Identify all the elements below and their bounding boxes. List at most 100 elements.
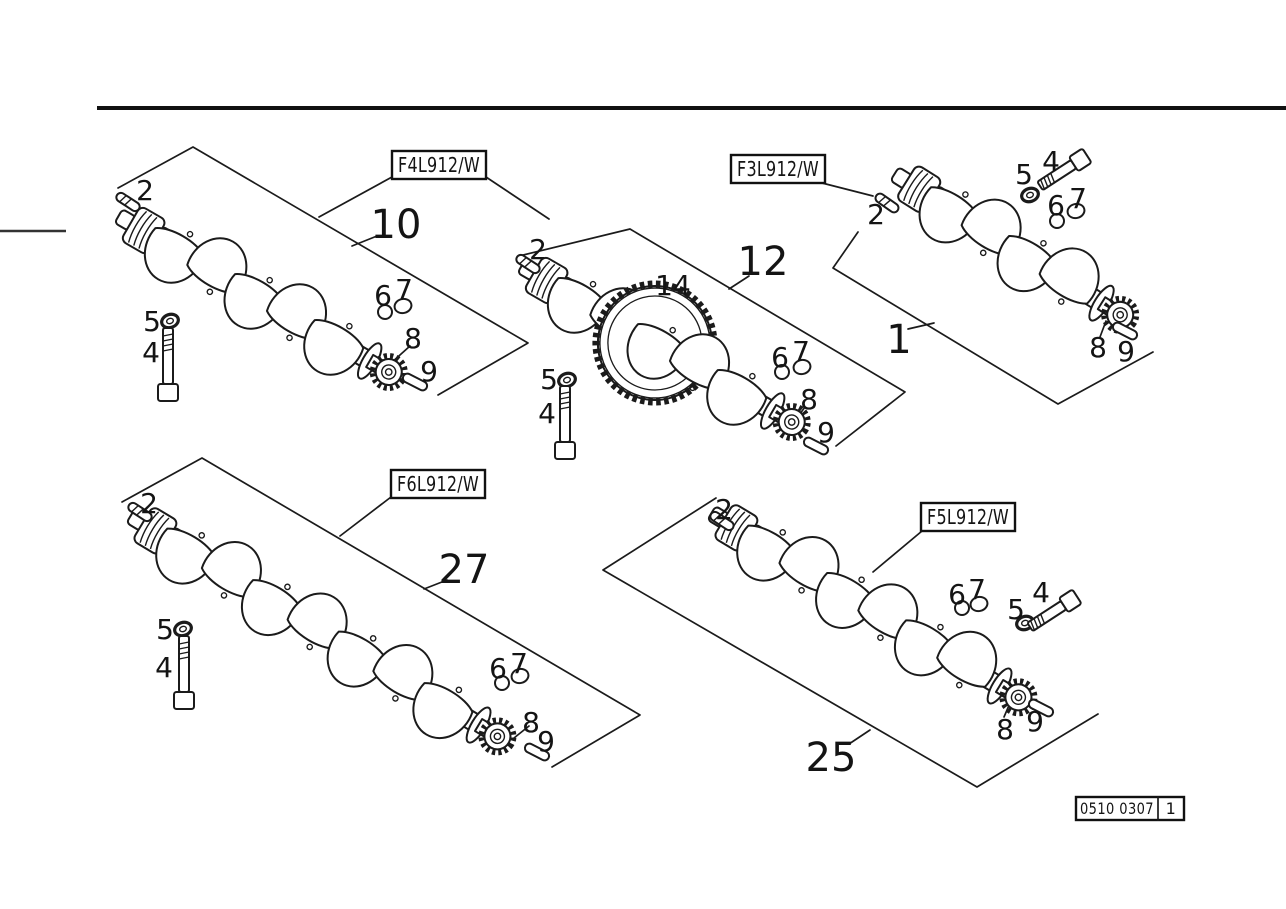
crank-web bbox=[303, 319, 365, 376]
callout-e-6: 6 bbox=[948, 578, 966, 611]
callout-d-4: 4 bbox=[155, 651, 173, 684]
crank-web bbox=[326, 630, 388, 688]
frame-assembly-1 bbox=[832, 231, 1154, 405]
callout-e-7: 7 bbox=[968, 573, 986, 606]
leader-f5l-to-25 bbox=[872, 530, 923, 573]
frame-assembly-27 bbox=[121, 457, 641, 768]
bolt-icon-b-4 bbox=[554, 385, 576, 460]
ring-icon-b-6 bbox=[774, 364, 790, 380]
callout-b-6: 6 bbox=[771, 341, 789, 374]
pin-icon-a-9 bbox=[401, 372, 429, 392]
pin-icon-d-9 bbox=[523, 742, 551, 762]
crankshaft-e-drawing bbox=[707, 504, 1038, 717]
callout-b-7: 7 bbox=[792, 335, 810, 368]
callout-a-5: 5 bbox=[143, 305, 161, 338]
frame-assembly-12 bbox=[518, 228, 906, 447]
callout-d-7: 7 bbox=[510, 647, 528, 680]
callout-b-2: 2 bbox=[529, 233, 547, 266]
ring-icon-e-7 bbox=[969, 595, 989, 613]
callout-d-9: 9 bbox=[537, 725, 555, 758]
frame-assembly-25 bbox=[602, 497, 1099, 788]
pin-icon-b-2 bbox=[515, 253, 541, 275]
callout-a-6: 6 bbox=[374, 279, 392, 312]
callout-b-9: 9 bbox=[817, 416, 835, 449]
washer-icon-c-5 bbox=[1020, 186, 1040, 204]
assembly-frames bbox=[117, 146, 1154, 788]
pin-icon-a-2 bbox=[115, 191, 141, 213]
callout-b-8: 8 bbox=[800, 383, 818, 416]
callout-d-8: 8 bbox=[522, 706, 540, 739]
callout-c-6: 6 bbox=[1047, 189, 1065, 222]
tick-number-10 bbox=[351, 235, 378, 247]
crank-web bbox=[936, 630, 998, 688]
tick-number-27 bbox=[423, 579, 448, 590]
tick-number-1 bbox=[907, 322, 935, 330]
pinion-gear-b bbox=[772, 403, 811, 441]
ring-icon-b-7 bbox=[792, 358, 812, 376]
leader-f4l-to-10 bbox=[318, 176, 393, 218]
pin-icon-e-9 bbox=[1027, 698, 1055, 718]
model-label-f5l912w: F5L912/W bbox=[927, 505, 1009, 529]
callout-c-5: 5 bbox=[1015, 158, 1033, 191]
pin-icon-c-2 bbox=[874, 192, 900, 214]
callout-d-2: 2 bbox=[140, 487, 158, 520]
leader-f3l-to-1 bbox=[821, 182, 874, 197]
pinion-gear-d bbox=[478, 717, 517, 756]
ring-icon-c-6 bbox=[1049, 213, 1065, 229]
model-box-f6l912w bbox=[389, 468, 487, 500]
callout-b-5: 5 bbox=[540, 363, 558, 396]
ring-icon-d-7 bbox=[510, 667, 530, 685]
crank-web bbox=[155, 527, 217, 585]
crankshaft-d-drawing bbox=[126, 507, 517, 756]
bolt-icon-c-4 bbox=[1037, 148, 1092, 191]
title-block: 0510 0307 1 bbox=[1074, 795, 1186, 822]
crank-web bbox=[706, 369, 768, 426]
tick-number-12 bbox=[728, 275, 750, 290]
crankshaft-b-drawing bbox=[518, 256, 811, 441]
callout-c-9: 9 bbox=[1117, 335, 1135, 368]
leader-f6l-to-27 bbox=[339, 496, 392, 537]
crankshaft-drawings bbox=[115, 165, 1140, 756]
crank-web bbox=[412, 682, 474, 740]
pin-icon-c-9 bbox=[1111, 321, 1139, 341]
ring-icon-d-6 bbox=[494, 675, 510, 691]
crankshaft-a-drawing bbox=[115, 206, 408, 391]
callout-b-4: 4 bbox=[538, 397, 556, 430]
drawing-number: 0510 0307 bbox=[1080, 799, 1154, 818]
crank-web bbox=[240, 579, 302, 637]
part-icons bbox=[115, 148, 1139, 762]
callout-a-2: 2 bbox=[136, 174, 154, 207]
callout-a-7: 7 bbox=[395, 273, 413, 306]
model-label-f6l912w: F6L912/W bbox=[397, 472, 479, 496]
callout-a-4: 4 bbox=[142, 336, 160, 369]
crank-web bbox=[372, 644, 434, 701]
callout-e-2: 2 bbox=[715, 493, 733, 526]
crank-web bbox=[1038, 247, 1100, 305]
bolt-icon-e-4 bbox=[1027, 589, 1082, 632]
position-number-10: 10 bbox=[371, 202, 422, 248]
callout-e-4: 4 bbox=[1032, 576, 1050, 609]
callout-b-14: 14 bbox=[655, 269, 691, 302]
callout-d-6: 6 bbox=[489, 652, 507, 685]
ring-icon-c-7 bbox=[1066, 202, 1086, 220]
callout-c-4: 4 bbox=[1042, 145, 1060, 178]
crank-web bbox=[286, 592, 348, 650]
title-block-box bbox=[1074, 795, 1186, 822]
pin-icon-e-2 bbox=[709, 510, 735, 532]
position-numbers: 10 12 1 27 25 bbox=[371, 202, 912, 781]
callout-a-8: 8 bbox=[404, 322, 422, 355]
model-box-f3l912w bbox=[729, 153, 827, 185]
callout-e-8: 8 bbox=[996, 713, 1014, 746]
position-number-12: 12 bbox=[738, 239, 789, 285]
model-box-f5l912w bbox=[919, 501, 1017, 533]
model-boxes: F4L912/W F3L912/W F6L912/W F5L912/W bbox=[389, 149, 1017, 533]
crank-web bbox=[200, 541, 262, 598]
model-box-f4l912w bbox=[390, 149, 488, 181]
bolt-icon-a-4 bbox=[157, 327, 179, 402]
crankshaft-c-drawing bbox=[890, 165, 1140, 334]
model-label-f4l912w: F4L912/W bbox=[398, 153, 480, 177]
ring-icon-a-7 bbox=[393, 297, 413, 315]
